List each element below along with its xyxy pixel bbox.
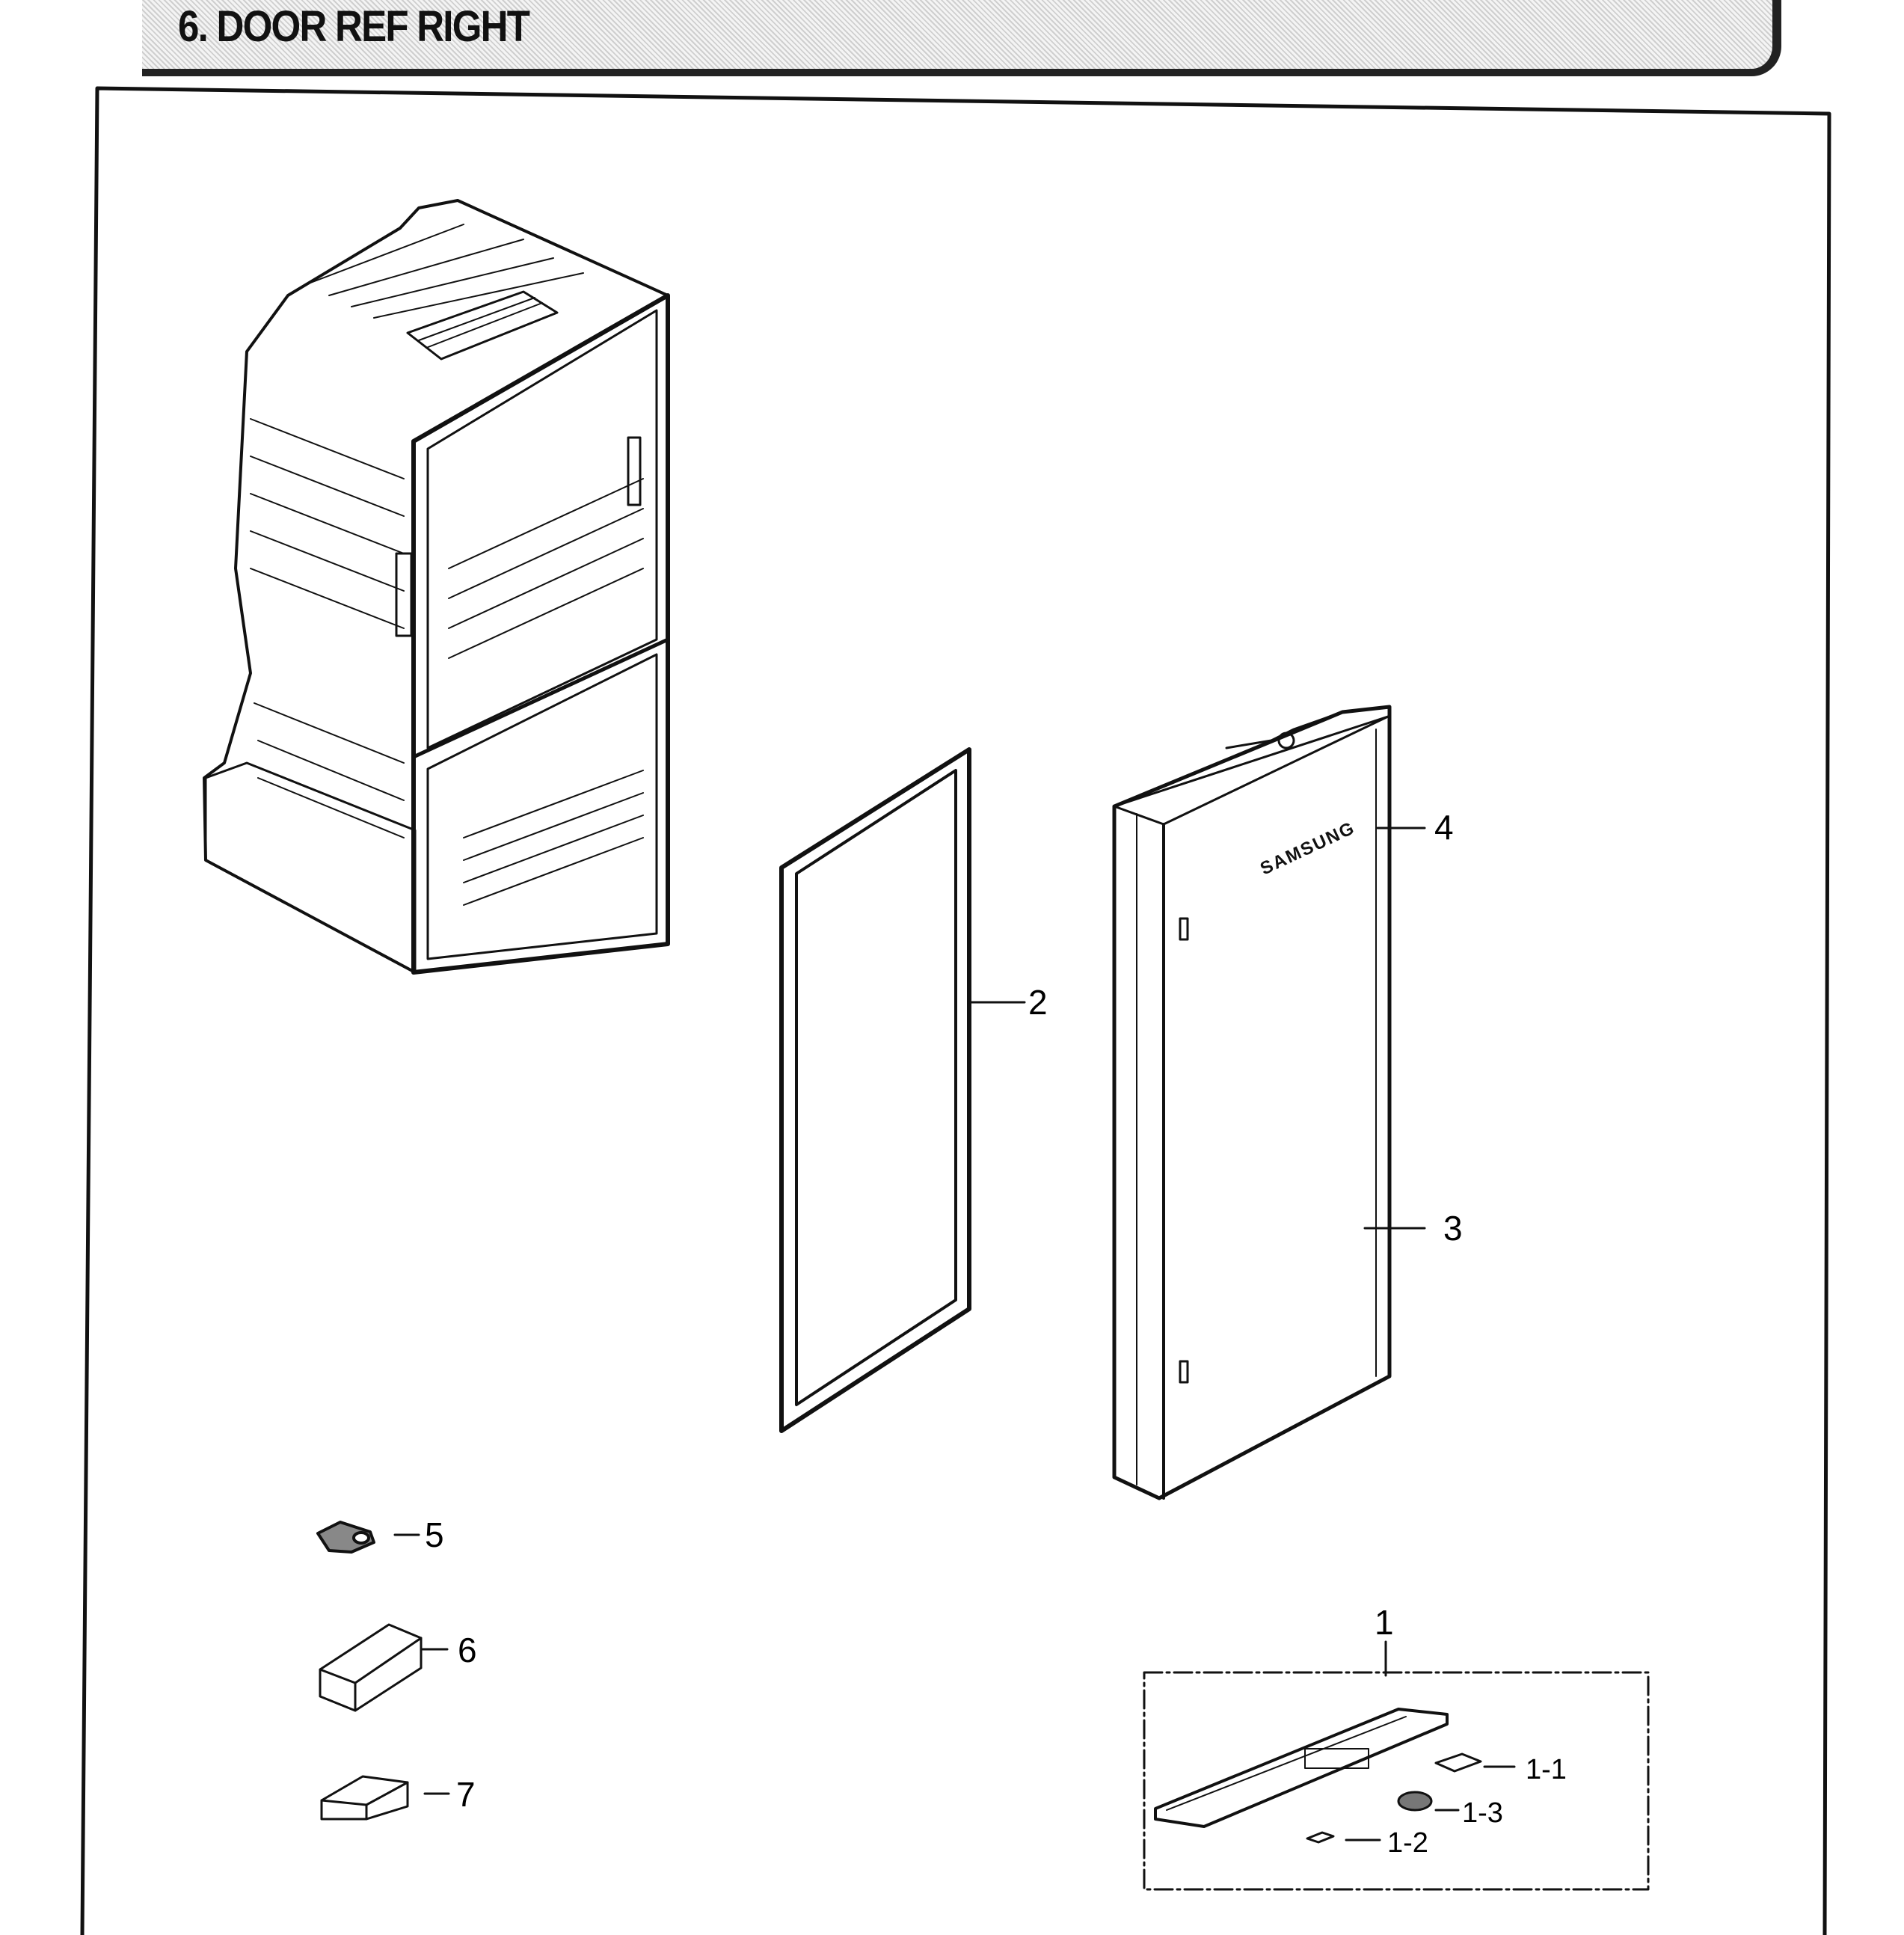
callout-1: 1 bbox=[1375, 1603, 1394, 1642]
callout-1-1: 1-1 bbox=[1526, 1754, 1567, 1785]
callout-3: 3 bbox=[1443, 1209, 1463, 1248]
callout-2: 2 bbox=[1028, 983, 1048, 1022]
section-title: 6. DOOR REF RIGHT bbox=[178, 2, 530, 51]
hinge-cap-part bbox=[316, 1521, 420, 1554]
callout-4: 4 bbox=[1434, 808, 1454, 847]
callout-1-2: 1-2 bbox=[1387, 1827, 1428, 1859]
door-gasket bbox=[779, 747, 1026, 1433]
block-part-6 bbox=[319, 1623, 449, 1712]
refrigerator-cabinet bbox=[203, 199, 670, 975]
callout-5: 5 bbox=[425, 1515, 444, 1554]
diagram-frame bbox=[80, 86, 1831, 1935]
refrigerator-door bbox=[1112, 705, 1426, 1500]
section-header-bar bbox=[142, 0, 1781, 76]
callout-7: 7 bbox=[456, 1775, 476, 1814]
block-part-7 bbox=[320, 1775, 450, 1821]
callout-6: 6 bbox=[458, 1631, 477, 1669]
callout-1-3: 1-3 bbox=[1462, 1797, 1503, 1829]
cover-hinge-assembly bbox=[1143, 1640, 1650, 1891]
